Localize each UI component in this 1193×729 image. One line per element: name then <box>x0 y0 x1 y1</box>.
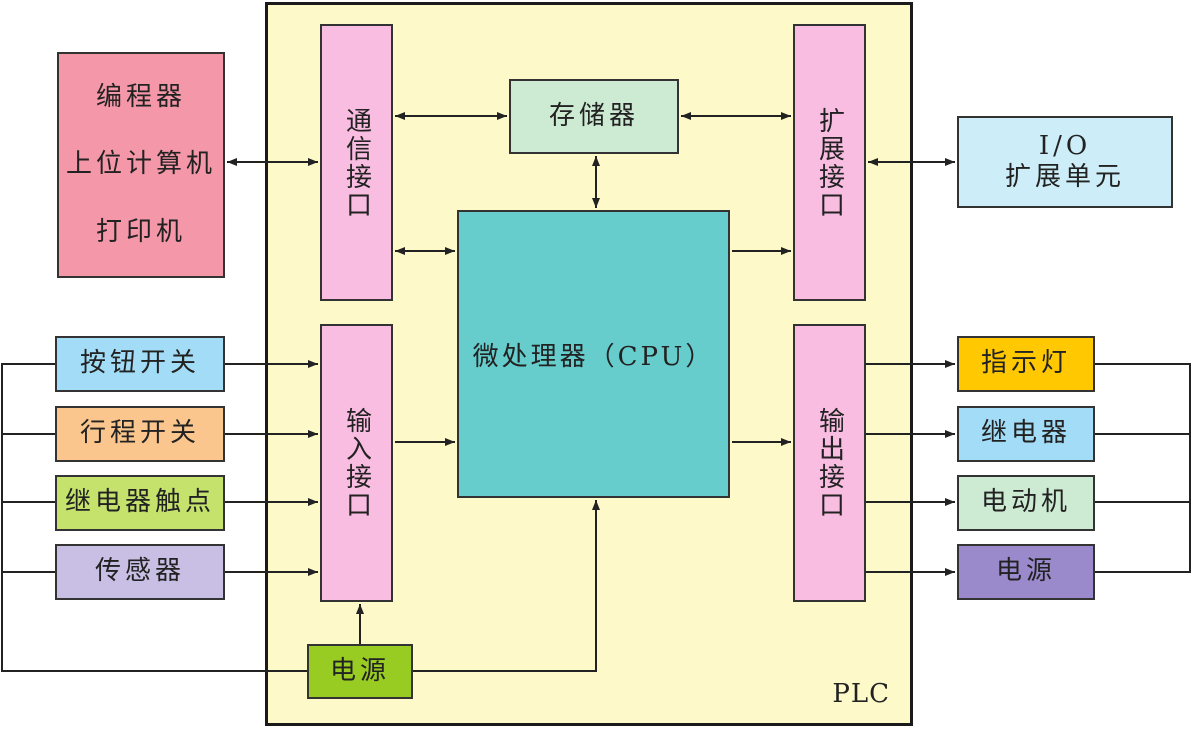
memory-box: 存储器 <box>509 79 679 154</box>
input-device-sensor: 传感器 <box>55 544 225 600</box>
input-device-relay-contact: 继电器触点 <box>55 475 225 531</box>
wire-left-bus <box>1 363 307 672</box>
printer-label: 打印机 <box>95 216 186 247</box>
io-expansion-box: I/O 扩展单元 <box>957 116 1173 208</box>
output-interface: 输出接口 <box>793 324 866 602</box>
io-expansion-line1: I/O <box>1038 130 1092 161</box>
comm-interface: 通信接口 <box>320 24 393 301</box>
io-expansion-line2: 扩展单元 <box>1004 162 1125 192</box>
internal-power-box: 电源 <box>307 644 413 699</box>
input-device-button-switch: 按钮开关 <box>55 336 225 392</box>
output-device-power: 电源 <box>957 544 1095 600</box>
output-device-indicator-light: 指示灯 <box>957 336 1095 392</box>
output-device-relay: 继电器 <box>957 406 1095 462</box>
expansion-interface: 扩展接口 <box>793 24 866 301</box>
host-computer-label: 上位计算机 <box>65 149 216 180</box>
output-device-motor: 电动机 <box>957 475 1095 531</box>
wire-right-bus <box>1095 363 1191 573</box>
input-device-limit-switch: 行程开关 <box>55 406 225 462</box>
wire-power-cpu <box>413 500 600 672</box>
plc-label: PLC <box>832 679 890 709</box>
input-interface: 输入接口 <box>320 324 393 602</box>
programmer-label: 编程器 <box>95 82 186 113</box>
programming-devices-box: 编程器 上位计算机 打印机 <box>57 52 225 278</box>
cpu-box: 微处理器（CPU） <box>457 210 730 498</box>
